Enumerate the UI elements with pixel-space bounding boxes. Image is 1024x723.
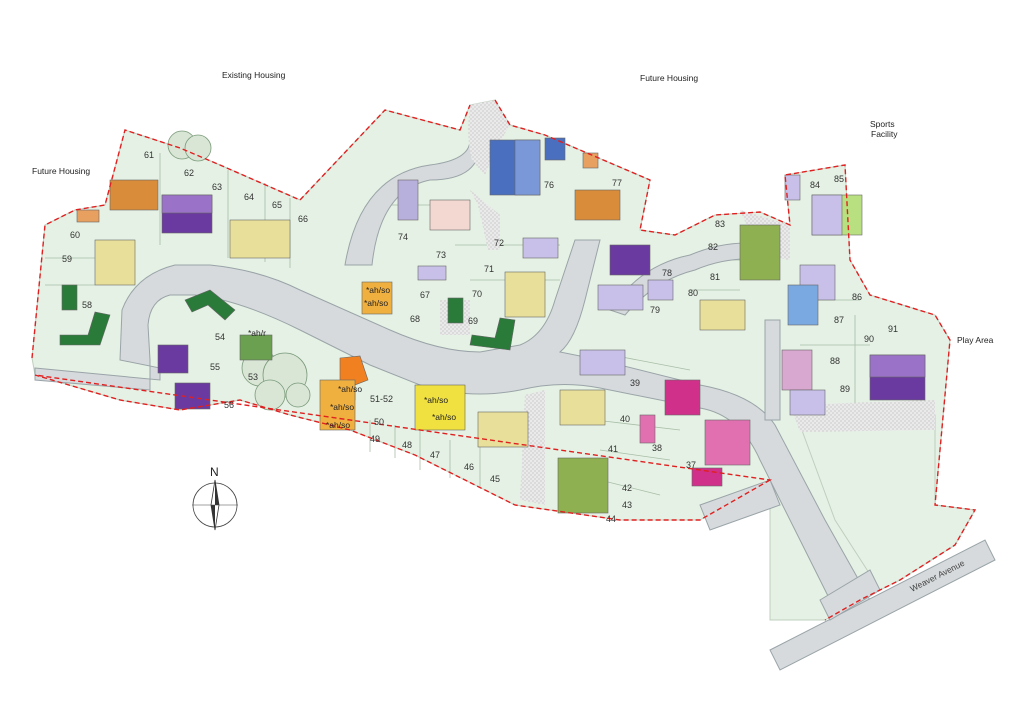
plot-label: 89 xyxy=(840,384,850,394)
plot-label: 78 xyxy=(662,268,672,278)
plot-label: 46 xyxy=(464,462,474,472)
plot-label: 63 xyxy=(212,182,222,192)
sports-facility-label-line2: Facility xyxy=(871,129,898,139)
ah-label: *ah/so xyxy=(366,285,390,295)
affordable-housing-labels: *ah/so *ah/so *ah/so *ah/so *ah/so *ah/s… xyxy=(248,285,456,430)
ah-label: *ah/so xyxy=(364,298,388,308)
ah-label: *ah/so xyxy=(432,412,456,422)
plot-label: 64 xyxy=(244,192,254,202)
plot-label: 53 xyxy=(248,372,258,382)
plot-label: 87 xyxy=(834,315,844,325)
plot-label: 72 xyxy=(494,238,504,248)
plot-label: 74 xyxy=(398,232,408,242)
plot-label: 45 xyxy=(490,474,500,484)
plot-label: 69 xyxy=(468,316,478,326)
plot-label: 48 xyxy=(402,440,412,450)
ah-label: *ah/so xyxy=(330,402,354,412)
plot-label: 41 xyxy=(608,444,618,454)
plot-label: 68 xyxy=(410,314,420,324)
plot-label: 73 xyxy=(436,250,446,260)
sports-facility-label-line1: Sports xyxy=(870,119,895,129)
plot-label: 86 xyxy=(852,292,862,302)
ah-label: *ah/so xyxy=(424,395,448,405)
plot-label: 39 xyxy=(630,378,640,388)
plot-label: 55 xyxy=(210,362,220,372)
plot-label: 77 xyxy=(612,178,622,188)
ah-label: *ah/so xyxy=(338,384,362,394)
plot-label: 76 xyxy=(544,180,554,190)
plot-label: 85 xyxy=(834,174,844,184)
plot-label: 67 xyxy=(420,290,430,300)
plot-label: 47 xyxy=(430,450,440,460)
plot-label: 51-52 xyxy=(370,394,393,404)
north-compass: N xyxy=(192,465,238,531)
plot-label: 54 xyxy=(215,332,225,342)
future-housing-left-label: Future Housing xyxy=(32,166,90,176)
play-area-label: Play Area xyxy=(957,335,994,345)
plot-label: 37 xyxy=(686,460,696,470)
plot-label: 81 xyxy=(710,272,720,282)
plot-label: 82 xyxy=(708,242,718,252)
plot-label: 49 xyxy=(370,434,380,444)
plot-label: 84 xyxy=(810,180,820,190)
plot-label: 60 xyxy=(70,230,80,240)
north-label: N xyxy=(210,465,219,479)
ah-label: *ah/r xyxy=(248,328,266,338)
plot-label: 88 xyxy=(830,356,840,366)
plot-label: 50 xyxy=(374,417,384,427)
houses xyxy=(59,137,926,514)
plot-label: 40 xyxy=(620,414,630,424)
plot-label: 44 xyxy=(606,514,616,524)
plot-numbers: 61 62 63 64 65 66 60 59 58 74 73 72 71 7… xyxy=(62,150,898,524)
plot-label: 43 xyxy=(622,500,632,510)
plot-label: 71 xyxy=(484,264,494,274)
plot-label: 61 xyxy=(144,150,154,160)
plot-label: 79 xyxy=(650,305,660,315)
existing-housing-label: Existing Housing xyxy=(222,70,286,80)
plot-label: 65 xyxy=(272,200,282,210)
future-housing-top-label: Future Housing xyxy=(640,73,698,83)
plot-label: 90 xyxy=(864,334,874,344)
plot-label: 42 xyxy=(622,483,632,493)
plot-label: 66 xyxy=(298,214,308,224)
plot-label: 38 xyxy=(652,443,662,453)
plot-label: 62 xyxy=(184,168,194,178)
plot-label: 70 xyxy=(472,289,482,299)
plot-label: 91 xyxy=(888,324,898,334)
site-boundary xyxy=(31,99,977,621)
plot-label: 58 xyxy=(82,300,92,310)
plot-label: 56 xyxy=(224,400,234,410)
ah-label: *ah/so xyxy=(326,420,350,430)
plot-label: 83 xyxy=(715,219,725,229)
plot-label: 80 xyxy=(688,288,698,298)
plot-label: 59 xyxy=(62,254,72,264)
